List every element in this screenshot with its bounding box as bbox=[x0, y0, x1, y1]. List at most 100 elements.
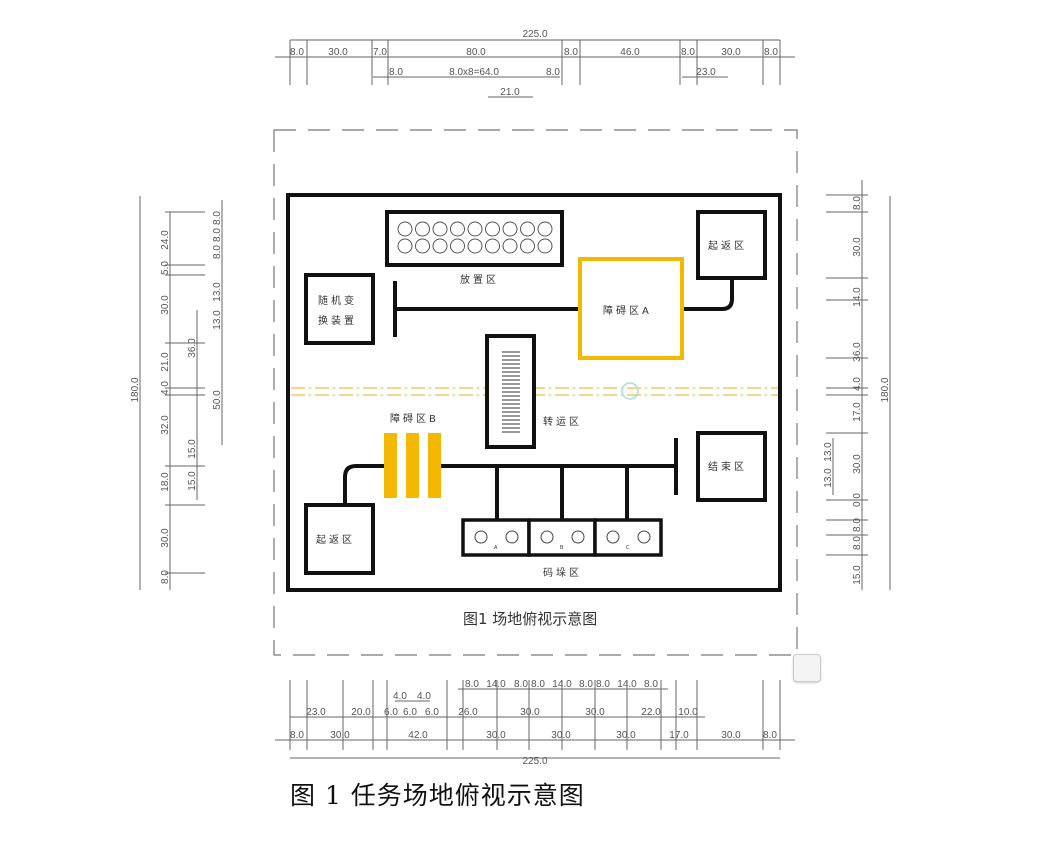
start-return-bottom-label: 起返区 bbox=[316, 534, 355, 546]
dimension-label: 8.0 bbox=[852, 536, 863, 550]
obstacle-b-bar-2 bbox=[406, 433, 419, 498]
placement-slot bbox=[485, 238, 500, 254]
placement-slot bbox=[502, 238, 518, 254]
end-zone bbox=[696, 431, 767, 502]
dimension-label: 4.0 bbox=[393, 691, 407, 702]
dimension-label: 180.0 bbox=[880, 377, 891, 402]
dimension-label: 8.0 bbox=[465, 679, 479, 690]
dimension-label: 21.0 bbox=[160, 352, 171, 372]
placement-slot bbox=[502, 221, 518, 237]
obstacle-zone-b-label: 障碍区B bbox=[390, 412, 439, 425]
dimension-label: 42.0 bbox=[408, 730, 428, 741]
stack-c-label: C bbox=[626, 545, 630, 551]
obstacle-b-bar-1 bbox=[384, 433, 397, 498]
dimension-label: 10.0 bbox=[678, 707, 698, 718]
dimension-label: 30.0 bbox=[616, 730, 636, 741]
dimension-label: 14.0 bbox=[852, 287, 863, 307]
dimension-label: 32.0 bbox=[160, 415, 171, 435]
dimension-label: 36.0 bbox=[852, 342, 863, 362]
dimension-label: 5.0 bbox=[160, 261, 171, 275]
dimension-label: 8.0 bbox=[596, 679, 610, 690]
dimension-label: 7.0 bbox=[373, 47, 387, 58]
dimension-label: 17.0 bbox=[669, 730, 689, 741]
dimension-label: 14.0 bbox=[486, 679, 506, 690]
dimension-label: 8.0 bbox=[212, 211, 223, 225]
placement-slot bbox=[432, 238, 448, 254]
dimension-label: 8.0 bbox=[290, 47, 304, 58]
placement-slots bbox=[397, 221, 553, 254]
dimension-label: 8.0 bbox=[389, 67, 403, 78]
dimension-label: 6.0 bbox=[425, 707, 439, 718]
outer-dashed-border bbox=[273, 129, 798, 656]
dimension-label: 4.0 bbox=[417, 691, 431, 702]
dimension-label: 80.0 bbox=[466, 47, 486, 58]
placement-slot bbox=[415, 238, 430, 254]
dimension-label: 23.0 bbox=[696, 67, 716, 78]
transfer-zone-label: 转运区 bbox=[543, 415, 582, 428]
dimension-label: 6.0 bbox=[384, 707, 398, 718]
placement-slot bbox=[537, 221, 553, 237]
dimension-label: 46.0 bbox=[620, 47, 640, 58]
dimension-label: 8.0 bbox=[763, 730, 777, 741]
track-lines bbox=[343, 278, 734, 520]
dimension-label: 8.0 bbox=[564, 47, 578, 58]
center-marker bbox=[621, 382, 639, 400]
dimension-label: 6.0 bbox=[403, 707, 417, 718]
dimension-label: 30.0 bbox=[852, 237, 863, 257]
dimension-label: 8.0x8=64.0 bbox=[449, 67, 499, 78]
dimension-label: 30.0 bbox=[852, 454, 863, 474]
dimension-label: 8.0 bbox=[644, 679, 658, 690]
stacking-zone-label: 码垛区 bbox=[543, 567, 582, 579]
dimension-label: 13.0 bbox=[212, 282, 223, 302]
placement-zone bbox=[385, 210, 564, 267]
dimension-label: 8.0 bbox=[531, 679, 545, 690]
dimension-label: 30.0 bbox=[160, 295, 171, 315]
dimension-total: 225.0 bbox=[522, 29, 547, 40]
dimension-label: 15.0 bbox=[852, 565, 863, 585]
obstacle-zone-a-label: 障碍区A bbox=[603, 304, 652, 317]
dimension-label: 15.0 bbox=[187, 439, 198, 459]
dimension-label: 30.0 bbox=[330, 730, 350, 741]
dimension-label: 30.0 bbox=[721, 47, 741, 58]
dimension-label: 20.0 bbox=[351, 707, 371, 718]
dimension-label: 8.0 bbox=[290, 730, 304, 741]
dimension-label: 8.0 bbox=[212, 228, 223, 242]
dimension-label: 13.0 bbox=[823, 442, 834, 462]
dimension-label: 36.0 bbox=[187, 338, 198, 358]
dimension-label: 8.0 bbox=[764, 47, 778, 58]
dimension-label: 180.0 bbox=[130, 377, 141, 402]
placement-slot bbox=[520, 238, 535, 254]
placement-slot bbox=[397, 238, 413, 254]
random-device-box bbox=[304, 273, 375, 345]
dimension-label: 8.0 bbox=[852, 518, 863, 532]
diagram-caption: 图1 场地俯视示意图 bbox=[463, 610, 597, 628]
dimension-total: 225.0 bbox=[522, 756, 547, 767]
stack-b-label: B bbox=[560, 545, 564, 551]
placement-slot bbox=[467, 238, 483, 254]
placement-slot bbox=[467, 221, 483, 237]
dimension-label: 15.0 bbox=[187, 471, 198, 491]
obstacle-zone-a bbox=[578, 257, 684, 360]
dimension-label: 30.0 bbox=[160, 528, 171, 548]
dimension-label: 8.0 bbox=[160, 570, 171, 584]
dimension-label: 24.0 bbox=[160, 230, 171, 250]
dimension-label: 30.0 bbox=[328, 47, 348, 58]
start-return-zone-top bbox=[696, 210, 767, 280]
start-return-top-label: 起返区 bbox=[708, 240, 747, 252]
paste-options-icon[interactable] bbox=[793, 654, 821, 682]
dimension-label: 23.0 bbox=[306, 707, 326, 718]
dimension-label: 30.0 bbox=[551, 730, 571, 741]
figure-caption: 图 1 任务场地俯视示意图 bbox=[290, 781, 585, 810]
dimension-label: 30.0 bbox=[721, 730, 741, 741]
dimension-label: 22.0 bbox=[641, 707, 661, 718]
placement-slot bbox=[485, 221, 500, 237]
dimension-label: 17.0 bbox=[852, 402, 863, 422]
dimension-label: 8.0 bbox=[579, 679, 593, 690]
dimension-label: 21.0 bbox=[500, 87, 520, 98]
transfer-rack-stripes bbox=[502, 351, 520, 433]
dimension-label: 30.0 bbox=[486, 730, 506, 741]
dimension-label: 8.0 bbox=[852, 196, 863, 210]
dimension-label: 8.0 bbox=[514, 679, 528, 690]
